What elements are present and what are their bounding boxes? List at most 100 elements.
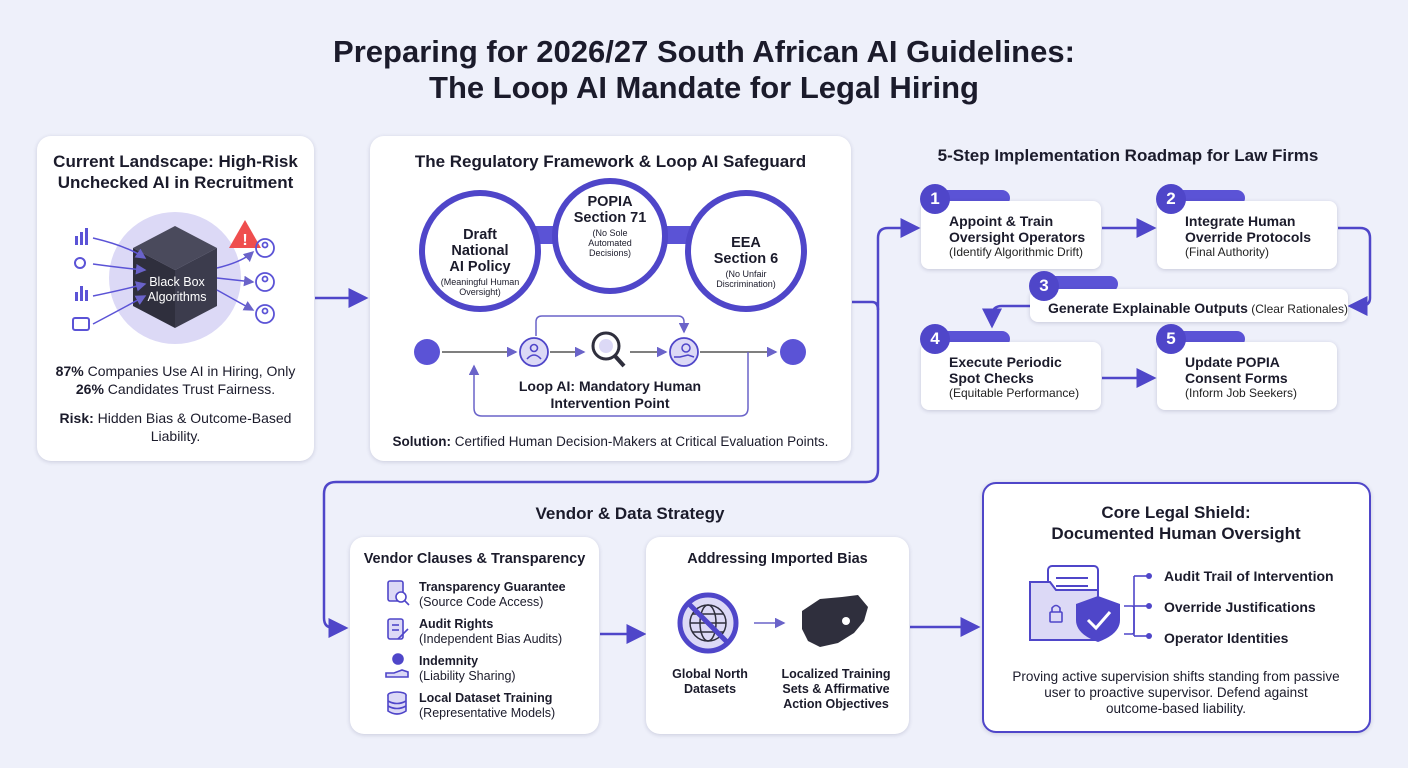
popia-sub1: (No Sole	[592, 228, 628, 238]
hand-coin-icon	[385, 653, 409, 678]
stat-26-text: Candidates Trust Fairness.	[103, 381, 276, 397]
lock-icon	[1049, 611, 1063, 623]
step-3-badge: 3	[1029, 271, 1059, 301]
popia-line1: POPIA	[587, 194, 633, 210]
audit-document-icon	[387, 618, 409, 640]
vendor-item-2-title: Audit Rights	[419, 617, 494, 631]
step-2-title-line1: Integrate Human	[1185, 213, 1296, 229]
solution-label: Solution:	[392, 434, 452, 449]
landscape-title-line1: Current Landscape: High-Risk	[53, 152, 298, 171]
bias-illustration	[677, 592, 868, 654]
eea-sub2: Discrimination)	[716, 279, 776, 289]
solution-text: Certified Human Decision-Makers at Criti…	[451, 434, 829, 449]
vendor-item-3-subtitle: (Liability Sharing)	[419, 669, 516, 683]
step-4-badge: 4	[920, 324, 950, 354]
risk-text-line1: Hidden Bias & Outcome-Based	[93, 410, 292, 426]
legal-shield-title-line2: Documented Human Oversight	[1051, 524, 1301, 543]
legal-shield-title-line1: Core Legal Shield:	[1101, 503, 1251, 522]
vendor-icons	[385, 580, 410, 715]
localized-training-line2: Sets & Affirmative	[782, 682, 890, 696]
loop-ai-line2: Intervention Point	[550, 395, 670, 411]
localized-training-line1: Localized Training	[781, 667, 891, 681]
vendor-clauses-title: Vendor Clauses & Transparency	[363, 551, 586, 567]
vendor-item-1-subtitle: (Source Code Access)	[419, 595, 544, 609]
step-3-card: Generate Explainable Outputs (Clear Rati…	[1030, 289, 1348, 322]
shield-check-icon	[1076, 596, 1120, 642]
shield-desc-line3: outcome-based liability.	[1105, 701, 1247, 716]
step-2-badge: 2	[1156, 184, 1186, 214]
global-north-line2: Datasets	[683, 682, 737, 696]
solution-statement: Solution: Certified Human Decision-Maker…	[370, 434, 851, 449]
vendor-item-dataset: Local Dataset Training (Representative M…	[419, 691, 555, 721]
step-1-card: Appoint & Train Oversight Operators (Ide…	[921, 201, 1101, 269]
black-box-label-line2: Algorithms	[147, 290, 207, 304]
shield-item-operators: Operator Identities	[1164, 630, 1289, 646]
step-5-title-line1: Update POPIA	[1185, 354, 1280, 370]
eea-line2: Section 6	[713, 251, 779, 267]
eea-text: EEA Section 6 (No Unfair Discrimination)	[686, 235, 806, 289]
vendor-item-2-subtitle: (Independent Bias Audits)	[419, 632, 563, 646]
shield-desc-line2: user to proactive supervisor. Defend aga…	[1044, 685, 1308, 700]
step-3-subtitle: (Clear Rationales)	[1247, 302, 1348, 316]
ai-policy-sub1: (Meaningful Human	[440, 277, 520, 287]
imported-bias-card: Addressing Imported Bias Global North Da…	[646, 537, 909, 734]
loop-ai-line1: Loop AI: Mandatory Human	[518, 378, 702, 394]
step-1-title-line2: Oversight Operators	[949, 229, 1086, 245]
shield-illustration	[1029, 565, 1152, 642]
popia-line2: Section 71	[573, 210, 647, 226]
localized-training-line3: Action Objectives	[783, 697, 889, 711]
step-4-title-line2: Spot Checks	[949, 370, 1034, 386]
step-4-title-line1: Execute Periodic	[949, 354, 1062, 370]
step-1-title-line1: Appoint & Train	[949, 213, 1054, 229]
step-5-card: Update POPIA Consent Forms (Inform Job S…	[1157, 342, 1337, 410]
step-2-title-line2: Override Protocols	[1185, 229, 1312, 245]
vendor-section-title: Vendor & Data Strategy	[535, 504, 725, 523]
global-north-line1: Global North	[672, 667, 748, 681]
framework-diagram	[414, 178, 807, 417]
imported-bias-title: Addressing Imported Bias	[687, 551, 868, 567]
step-4-card: Execute Periodic Spot Checks (Equitable …	[921, 342, 1101, 410]
vendor-clauses-card: Vendor Clauses & Transparency Transparen…	[350, 537, 599, 734]
vendor-item-transparency: Transparency Guarantee (Source Code Acce…	[419, 580, 566, 610]
shield-desc-line1: Proving active supervision shifts standi…	[1012, 669, 1340, 684]
vendor-item-4-subtitle: (Representative Models)	[419, 706, 556, 720]
ai-policy-line2: National	[451, 243, 509, 259]
step-5-title-line2: Consent Forms	[1185, 370, 1288, 386]
stat-87: 87%	[55, 363, 84, 379]
step-4-subtitle: (Equitable Performance)	[949, 386, 1080, 400]
legal-shield-card: Core Legal Shield: Documented Human Over…	[982, 482, 1371, 733]
page-subtitle: The Loop AI Mandate for Legal Hiring	[429, 70, 979, 105]
shield-item-override: Override Justifications	[1164, 599, 1316, 615]
page-title: Preparing for 2026/27 South African AI G…	[333, 34, 1075, 69]
popia-sub3: Decisions)	[588, 248, 631, 258]
shield-item-audit-trail: Audit Trail of Intervention	[1164, 568, 1334, 584]
ai-policy-sub2: Oversight)	[459, 287, 501, 297]
global-north-label: Global North Datasets	[654, 667, 766, 697]
adoption-stats: 87% Companies Use AI in Hiring, Only 26%…	[37, 362, 314, 398]
risk-statement: Risk: Hidden Bias & Outcome-Based Liabil…	[37, 409, 314, 445]
roadmap-title: 5-Step Implementation Roadmap for Law Fi…	[937, 146, 1319, 165]
document-search-icon	[387, 580, 410, 606]
no-global-datasets-icon	[677, 592, 739, 654]
step-1-subtitle: (Identify Algorithmic Drift)	[949, 245, 1084, 259]
localized-training-label: Localized Training Sets & Affirmative Ac…	[768, 667, 904, 712]
risk-text-line2: Liability.	[150, 428, 201, 444]
vendor-item-1-title: Transparency Guarantee	[419, 580, 566, 594]
step-1-badge: 1	[920, 184, 950, 214]
stat-87-text: Companies Use AI in Hiring, Only	[83, 363, 296, 379]
stat-26: 26%	[75, 381, 104, 397]
black-box-illustration: !	[72, 212, 275, 344]
popia-text: POPIA Section 71 (No Sole Automated Deci…	[550, 194, 670, 258]
eea-line1: EEA	[731, 235, 761, 251]
eea-sub1: (No Unfair	[725, 269, 767, 279]
circle-ai-policy	[419, 190, 541, 312]
risk-label: Risk:	[59, 410, 94, 426]
vendor-item-3-title: Indemnity	[419, 654, 479, 668]
ai-policy-line1: Draft	[463, 227, 497, 243]
black-box-label: Black Box Algorithms	[132, 275, 222, 305]
step-5-badge: 5	[1156, 324, 1186, 354]
loop-ai-label: Loop AI: Mandatory Human Intervention Po…	[480, 378, 740, 412]
step-3-bar	[1042, 276, 1118, 292]
south-africa-map-icon	[802, 595, 868, 647]
